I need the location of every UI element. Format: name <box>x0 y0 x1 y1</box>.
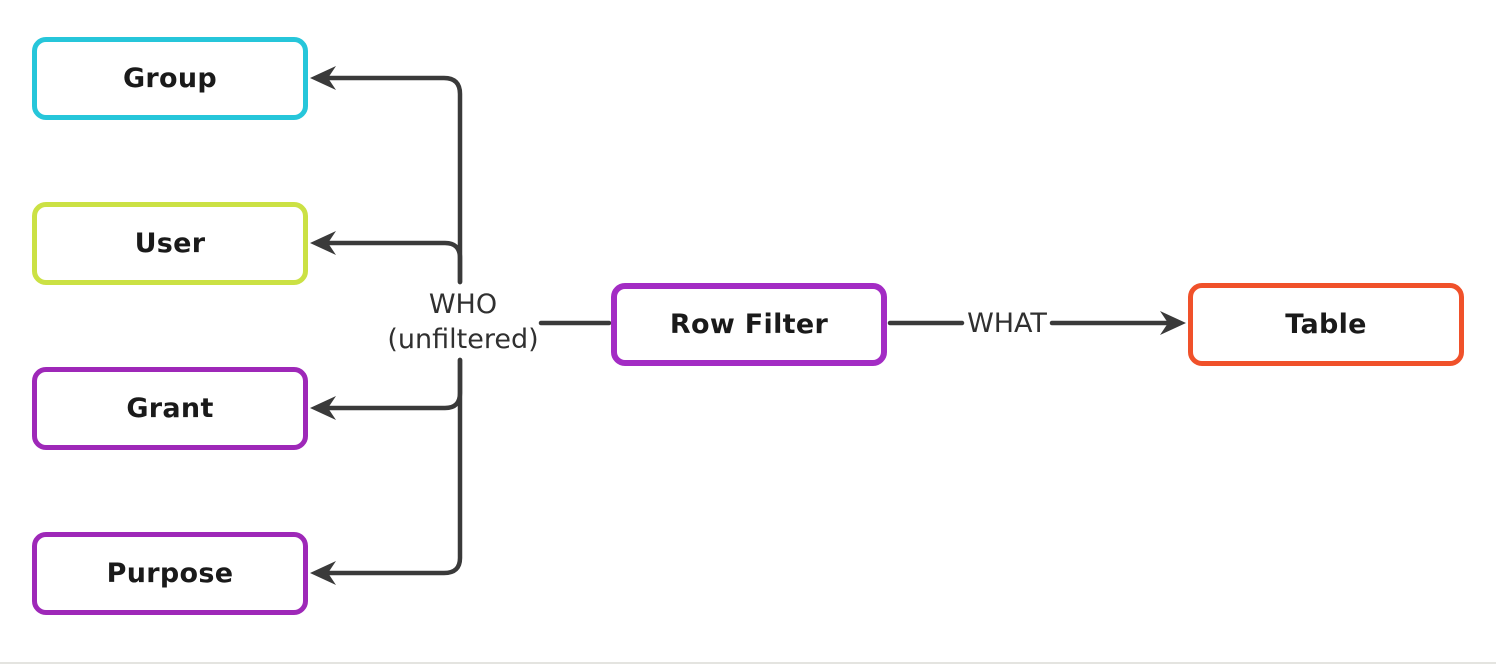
arrowhead-table-icon <box>1160 311 1186 335</box>
edge-who-to-grant <box>325 357 463 411</box>
node-table: Table <box>1188 283 1464 366</box>
edge-label-who-line2: (unfiltered) <box>387 324 539 355</box>
edge-who-to-user <box>325 240 463 285</box>
node-table-label: Table <box>1285 309 1367 340</box>
arrowhead-purpose-icon <box>310 561 336 585</box>
edge-label-who-line1: WHO <box>428 289 498 320</box>
arrowhead-grant-icon <box>310 396 336 420</box>
node-grant-label: Grant <box>126 393 214 424</box>
node-purpose: Purpose <box>32 532 308 615</box>
edge-label-who: WHO (unfiltered) <box>343 287 583 357</box>
node-grant: Grant <box>32 367 308 450</box>
node-row-filter: Row Filter <box>611 283 887 366</box>
arrowhead-group-icon <box>310 66 336 90</box>
arrowhead-user-icon <box>310 231 336 255</box>
edge-who-to-group <box>325 75 463 285</box>
node-group-label: Group <box>122 63 218 94</box>
node-user-label: User <box>134 228 206 259</box>
edge-label-what: WHAT <box>927 306 1087 341</box>
node-row-filter-label: Row Filter <box>669 309 829 340</box>
bottom-divider <box>0 662 1496 664</box>
node-purpose-label: Purpose <box>106 558 234 589</box>
edge-label-what-text: WHAT <box>967 308 1047 339</box>
edge-who-to-purpose <box>325 357 463 576</box>
node-user: User <box>32 202 308 285</box>
node-group: Group <box>32 37 308 120</box>
